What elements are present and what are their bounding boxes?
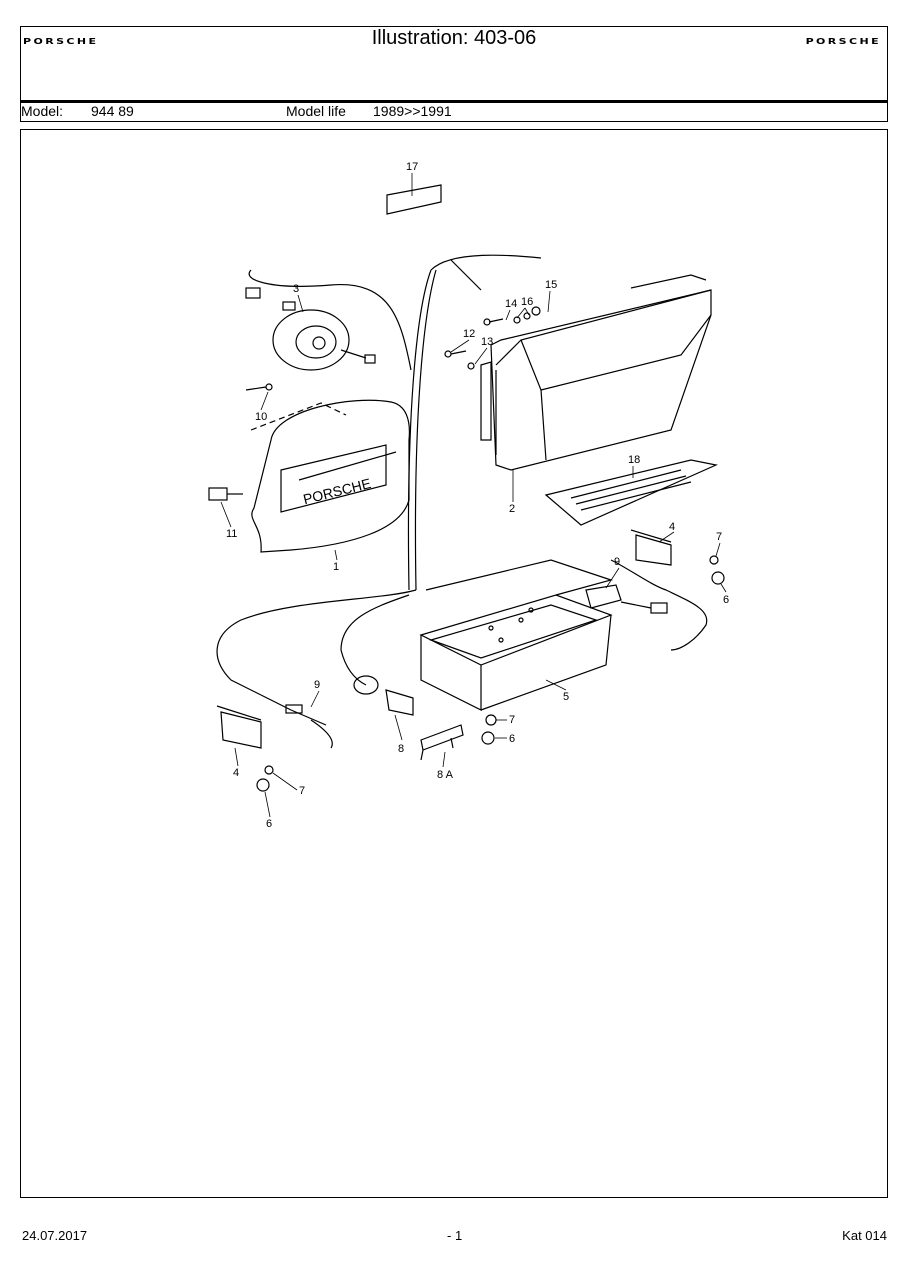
callout-8a: 8 A bbox=[437, 769, 454, 781]
steering-wheel-airbag-part: PORSCHE bbox=[251, 399, 411, 553]
model-life-label: Model life bbox=[286, 103, 346, 119]
control-unit-part bbox=[419, 559, 614, 711]
model-value: 944 89 bbox=[91, 103, 134, 119]
bolt-11-part bbox=[208, 487, 243, 501]
callout-9-left: 9 bbox=[314, 679, 320, 691]
callout-1: 1 bbox=[333, 561, 339, 573]
callout-5: 5 bbox=[563, 691, 569, 703]
callout-7-center: 7 bbox=[509, 714, 515, 726]
callout-4-right: 4 bbox=[669, 521, 675, 533]
callout-4-left: 4 bbox=[233, 767, 239, 779]
wiring-harness bbox=[216, 254, 708, 711]
callout-15: 15 bbox=[545, 279, 557, 291]
callout-8: 8 bbox=[398, 743, 404, 755]
footer-catalog: Kat 014 bbox=[842, 1228, 887, 1243]
callout-16: 16 bbox=[521, 296, 533, 308]
warning-label-part bbox=[544, 459, 718, 526]
callout-12: 12 bbox=[463, 328, 475, 340]
callout-6-right: 6 bbox=[723, 594, 729, 606]
leader-lines bbox=[220, 173, 727, 818]
grommet-hardware bbox=[481, 714, 497, 745]
footer-page-number: - 1 bbox=[447, 1228, 463, 1243]
sensor-right-part bbox=[585, 529, 725, 614]
callout-7-right: 7 bbox=[716, 531, 722, 543]
callout-6-center: 6 bbox=[509, 733, 515, 745]
callout-9-right: 9 bbox=[614, 556, 620, 568]
porsche-logo-right: PORSCHE bbox=[805, 37, 881, 47]
callout-13: 13 bbox=[481, 336, 493, 348]
page-header: Illustration: 403-06 PORSCHE PORSCHE Mod… bbox=[20, 26, 888, 122]
callout-18: 18 bbox=[628, 454, 640, 466]
illustration-panel: PORSCHE bbox=[20, 129, 888, 1198]
callout-11: 11 bbox=[226, 528, 237, 540]
connector-8-part bbox=[353, 675, 464, 761]
passenger-airbag-part bbox=[480, 274, 712, 471]
callout-2: 2 bbox=[509, 503, 515, 515]
porsche-logo-left: PORSCHE bbox=[23, 37, 99, 47]
illustration-title: Illustration: 403-06 bbox=[371, 27, 537, 49]
callout-14: 14 bbox=[505, 298, 517, 310]
header-divider bbox=[21, 100, 887, 103]
model-life-value: 1989>>1991 bbox=[373, 103, 452, 119]
callout-17: 17 bbox=[406, 161, 418, 173]
model-row: Model: 944 89 Model life 1989>>1991 bbox=[21, 103, 887, 121]
screw-10-part bbox=[245, 383, 347, 431]
callout-7-left: 7 bbox=[299, 785, 305, 797]
contact-reel-part bbox=[245, 269, 412, 371]
model-label: Model: bbox=[21, 103, 64, 119]
label-plate-part bbox=[386, 184, 442, 215]
sensor-left-part bbox=[216, 704, 333, 792]
callout-10: 10 bbox=[255, 411, 267, 423]
footer-date: 24.07.2017 bbox=[22, 1228, 88, 1243]
parts-drawing: PORSCHE bbox=[151, 140, 761, 840]
callout-3: 3 bbox=[293, 283, 299, 295]
fastener-hardware bbox=[444, 306, 541, 370]
callout-6-left: 6 bbox=[266, 818, 272, 830]
emblem-text: PORSCHE bbox=[301, 475, 372, 507]
